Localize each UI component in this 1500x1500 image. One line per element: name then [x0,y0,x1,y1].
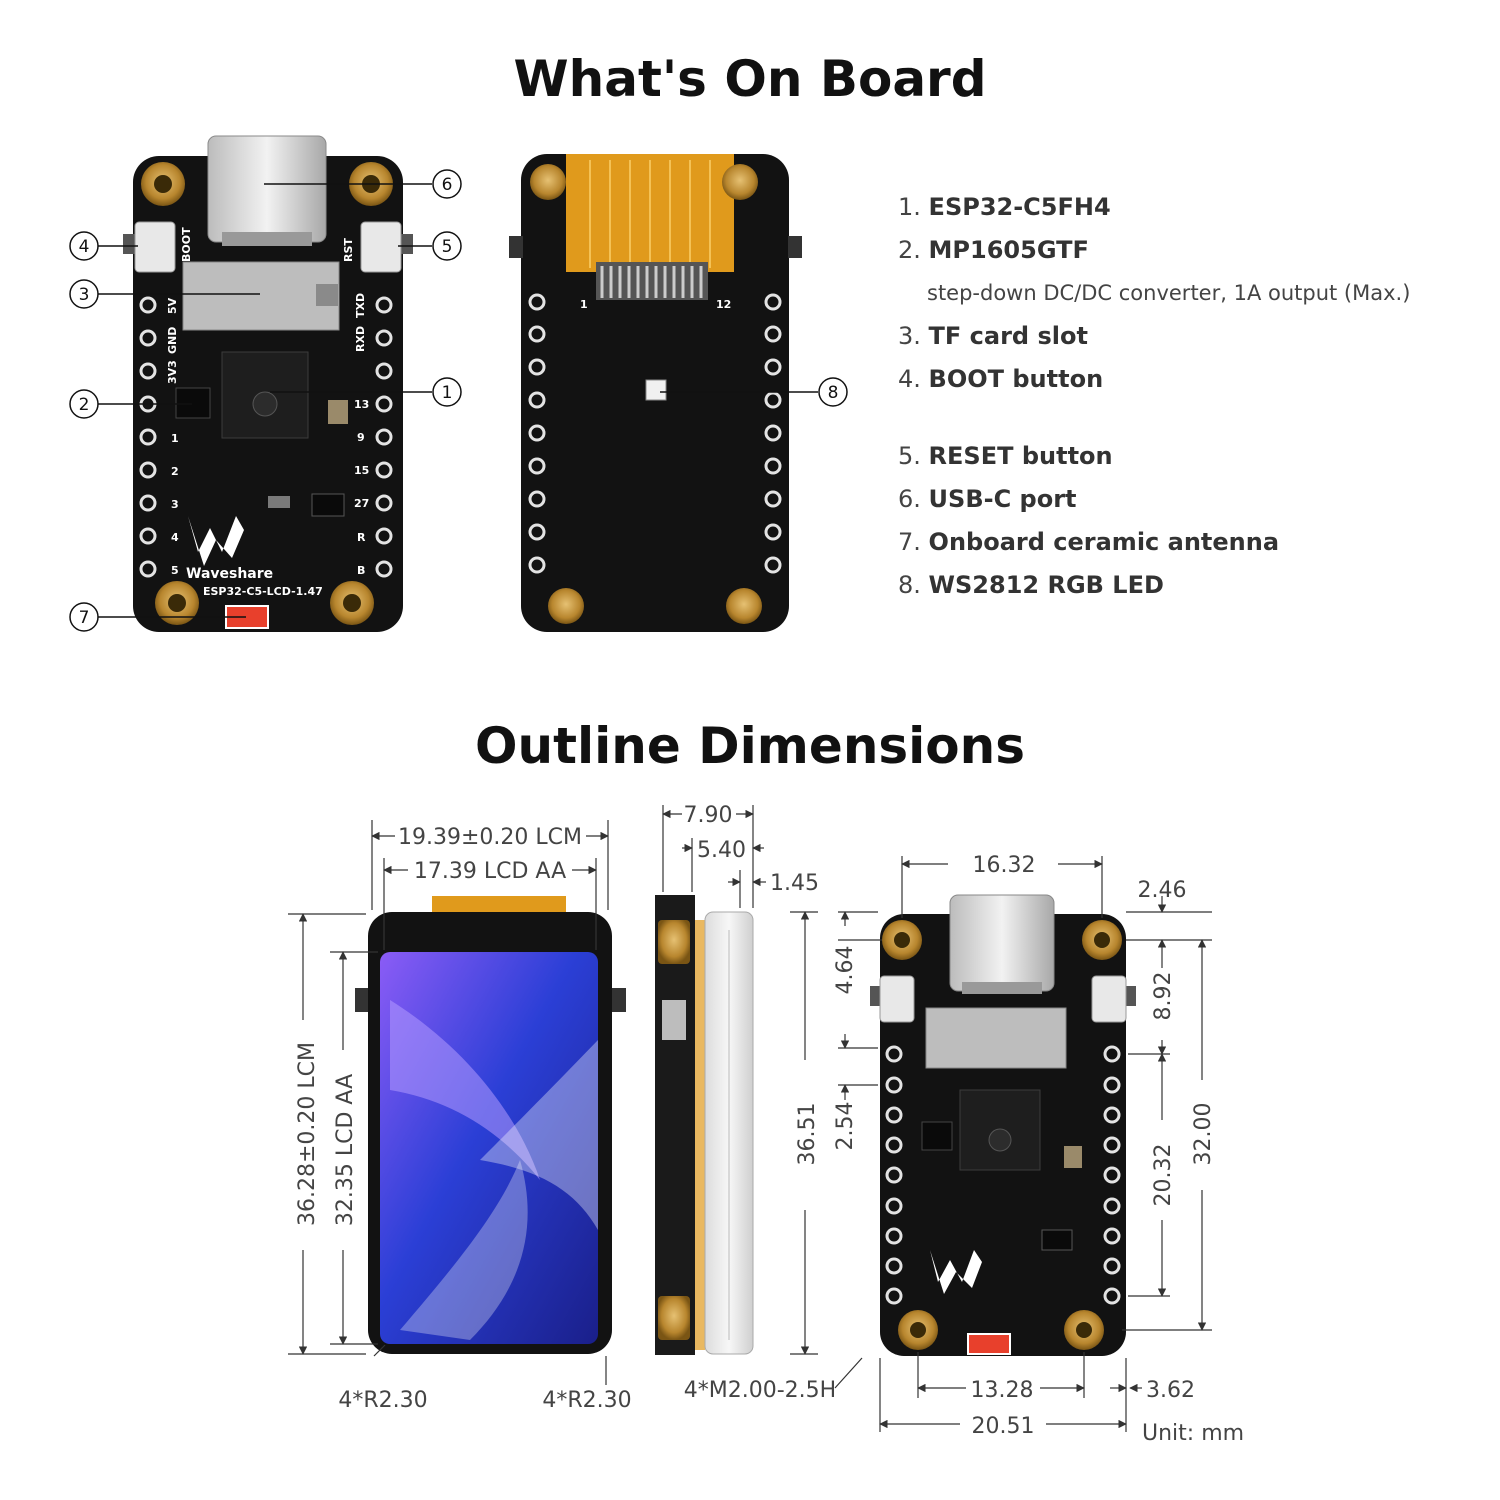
fpc-pin-1-label: 1 [580,298,588,311]
dim-lcm-height: 36.28±0.20 LCM [295,1042,320,1226]
boot-button [134,221,176,273]
pin-label-4: 4 [171,531,179,544]
boot-silkscreen: BOOT [180,227,193,262]
dim-lcd-aa-height: 32.35 LCD AA [333,1074,358,1226]
dim-corner-right: 4*R2.30 [542,1388,631,1413]
board-dimension-view [870,894,1136,1356]
dim-side-height: 36.51 [795,1103,820,1166]
side-view [655,895,754,1355]
pin-label-9: 9 [357,431,365,444]
pin-label-b: B [357,564,365,577]
rst-silkscreen: RST [342,238,355,262]
model-silkscreen: ESP32-C5-LCD-1.47 [203,585,323,598]
legend-item-mp1605: 2. MP1605GTF [898,236,1089,264]
dim-mount-holes: 4*M2.00-2.5H [684,1378,836,1403]
dim-unit: Unit: mm [1142,1421,1244,1446]
board-section-title: What's On Board [513,50,987,108]
legend-item-antenna: 7. Onboard ceramic antenna [898,528,1280,556]
component-legend: 1. ESP32-C5FH4 2. MP1605GTF step-down DC… [898,186,1478,607]
callout-7: 7 [79,608,90,628]
pin-label-gnd: GND [166,327,179,354]
tf-card-slot [182,261,340,331]
dim-hole-spacing-top: 16.32 [973,853,1036,878]
pin-label-3v3: 3V3 [166,360,179,384]
usb-c-port [207,135,327,243]
pin-label-txd: TXD [354,293,367,318]
pin-label-r: R [357,531,366,544]
pin-label-3: 3 [171,498,179,511]
dim-corner-left: 4*R2.30 [338,1388,427,1413]
dim-hole-v-top: 4.64 [833,946,858,995]
legend-item-boot-button: 4. BOOT button [898,365,1104,393]
dim-thickness-total: 7.90 [684,803,733,828]
dim-board-width: 20.51 [972,1414,1035,1439]
brand-silkscreen: Waveshare [186,566,273,582]
callout-8: 8 [828,383,839,403]
legend-item-mp1605-description: step-down DC/DC converter, 1A output (Ma… [927,281,1411,305]
board-back-view: 1 12 [509,154,802,632]
dim-pin-span: 20.32 [1151,1144,1176,1207]
lcd-front-view [355,896,626,1354]
dimensions-section-title: Outline Dimensions [474,717,1026,775]
callout-6: 6 [442,175,453,195]
callout-1: 1 [442,383,453,403]
callout-2: 2 [79,395,90,415]
callout-4: 4 [79,237,90,257]
pin-label-1: 1 [171,432,179,445]
fpc-pin-12-label: 12 [716,298,731,311]
reset-button [360,221,402,273]
legend-item-usb-c: 6. USB-C port [898,485,1077,513]
dim-hole-spacing-v: 32.00 [1191,1103,1216,1166]
pin-label-15: 15 [354,464,369,477]
pin-label-2: 2 [171,465,179,478]
legend-item-esp32: 1. ESP32-C5FH4 [898,193,1111,221]
legend-item-tf-card: 3. TF card slot [898,322,1088,350]
board-front-view: BOOT RST 5V GND 3V3 1 2 3 4 5 TXD RXD 13 [123,135,413,632]
regulator-chip [175,387,211,419]
dim-lcd-aa-width: 17.39 LCD AA [414,859,566,884]
dim-hole-spacing-bottom: 13.28 [971,1378,1034,1403]
callout-5: 5 [442,237,453,257]
rgb-led [645,379,667,401]
dim-pin-pitch: 2.54 [833,1102,858,1151]
legend-item-reset-button: 5. RESET button [898,442,1113,470]
pin-label-13: 13 [354,398,369,411]
callout-3: 3 [79,285,90,305]
pin-label-rxd: RXD [354,326,367,352]
waveshare-logo [188,516,244,566]
dim-top-to-pin: 8.92 [1151,972,1176,1021]
dim-thickness-glass: 1.45 [770,871,819,896]
dim-bottom-offset: 3.62 [1146,1378,1195,1403]
pin-label-5v: 5V [166,297,179,314]
legend-item-rgb-led: 8. WS2812 RGB LED [898,571,1164,599]
pin-label-5: 5 [171,564,179,577]
dim-lcm-width: 19.39±0.20 LCM [398,825,582,850]
pin-label-27: 27 [354,497,369,510]
dim-thickness-module: 5.40 [697,838,746,863]
dim-hole-offset: 2.46 [1138,878,1187,903]
